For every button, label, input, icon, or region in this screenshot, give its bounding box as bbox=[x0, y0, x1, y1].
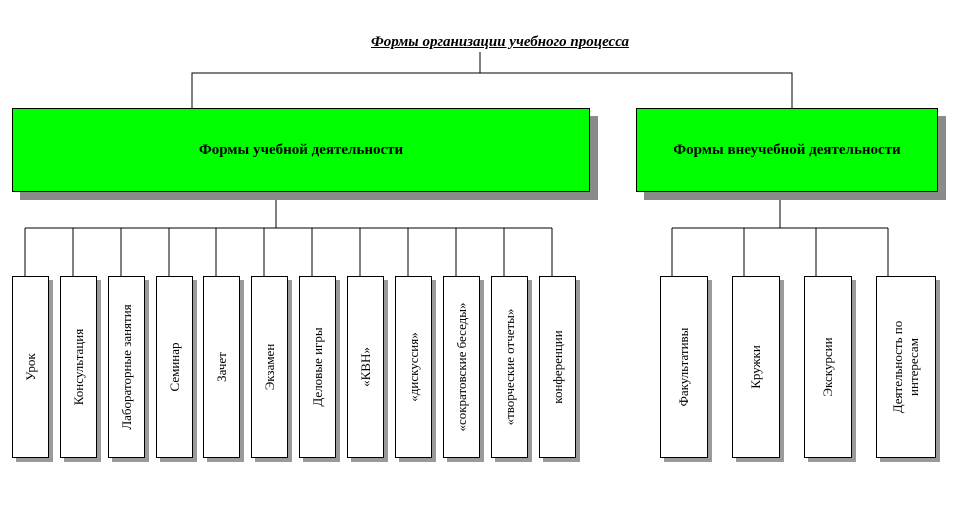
leaf-box: конференции bbox=[539, 276, 576, 458]
leaf-box: Деловые игры bbox=[299, 276, 336, 458]
leaf-box: Кружки bbox=[732, 276, 780, 458]
leaf-box: Экскурсии bbox=[804, 276, 852, 458]
connector-title-to-groups bbox=[191, 72, 793, 108]
leaf-box: Лабораторные занятия bbox=[108, 276, 145, 458]
leaf-label: Зачет bbox=[213, 352, 229, 382]
leaf-label: Семинар bbox=[166, 342, 182, 392]
leaf-label: Консультация bbox=[70, 328, 86, 406]
leaf-box: «дискуссия» bbox=[395, 276, 432, 458]
leaf-label: Лабораторные занятия bbox=[118, 304, 134, 430]
group-box-learning: Формы учебной деятельности bbox=[12, 108, 590, 192]
leaf-box: Зачет bbox=[203, 276, 240, 458]
leaf-box: Экзамен bbox=[251, 276, 288, 458]
leaf-label: Факультативы bbox=[676, 327, 691, 407]
leaf-label: «дискуссия» bbox=[405, 332, 421, 402]
leaf-label: Урок bbox=[22, 353, 38, 381]
leaf-label: «КВН» bbox=[357, 347, 373, 387]
leaf-box: «сократовские беседы» bbox=[443, 276, 480, 458]
leaf-label: «творческие отчеты» bbox=[501, 308, 517, 426]
leaf-box: Деятельность по интересам bbox=[876, 276, 936, 458]
leaf-label: Экскурсии bbox=[820, 337, 835, 397]
leaf-box: «творческие отчеты» bbox=[491, 276, 528, 458]
group-label: Формы внеучебной деятельности bbox=[673, 141, 901, 158]
leaf-box: Факультативы bbox=[660, 276, 708, 458]
leaf-label: Деятельность по интересам bbox=[890, 320, 921, 414]
leaf-label: конференции bbox=[549, 330, 565, 404]
leaf-label: Деловые игры bbox=[309, 327, 325, 407]
leaf-label: «сократовские беседы» bbox=[453, 302, 469, 432]
leaf-label: Экзамен bbox=[261, 343, 277, 391]
leaf-box: «КВН» bbox=[347, 276, 384, 458]
leaf-label: Кружки bbox=[748, 345, 763, 389]
leaf-box: Урок bbox=[12, 276, 49, 458]
leaf-box: Консультация bbox=[60, 276, 97, 458]
group-label: Формы учебной деятельности bbox=[198, 141, 404, 158]
leaf-box: Семинар bbox=[156, 276, 193, 458]
diagram-title: Формы организации учебного процесса bbox=[371, 34, 629, 50]
group-box-extracurricular: Формы внеучебной деятельности bbox=[636, 108, 938, 192]
